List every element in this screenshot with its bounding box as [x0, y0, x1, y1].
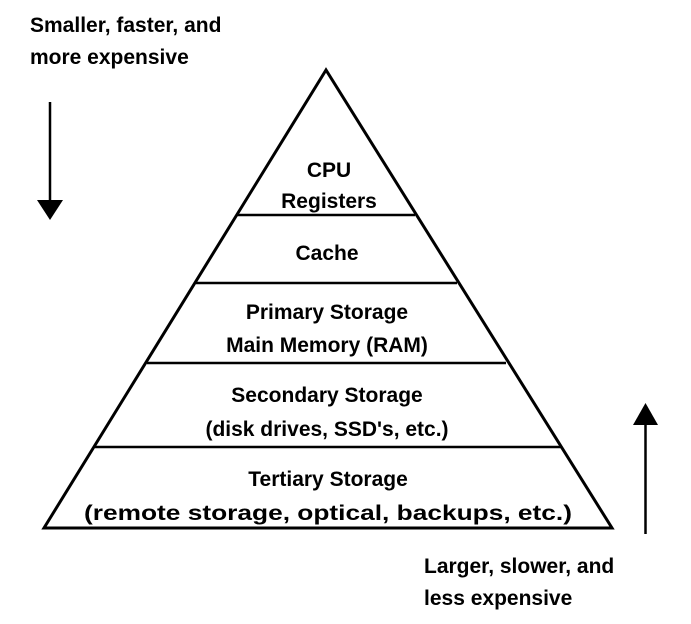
level-primary-storage: Primary Storage Main Memory (RAM) [226, 301, 428, 357]
level-secondary-storage: Secondary Storage (disk drives, SSD's, e… [205, 384, 448, 441]
level-4-line2: (disk drives, SSD's, etc.) [205, 418, 448, 441]
bottom-note-line2: less expensive [424, 587, 572, 610]
pyramid-outline [41, 67, 615, 530]
level-3-line1: Primary Storage [246, 301, 408, 324]
top-note-line2: more expensive [30, 46, 189, 69]
top-note-line1: Smaller, faster, and [30, 14, 221, 37]
up-arrow-icon [633, 403, 658, 534]
level-tertiary-storage: Tertiary Storage (remote storage, optica… [84, 468, 572, 525]
level-3-line2: Main Memory (RAM) [226, 334, 428, 357]
level-4-line1: Secondary Storage [231, 384, 422, 407]
level-1-line2: Registers [281, 190, 377, 213]
bottom-note-line1: Larger, slower, and [424, 555, 614, 578]
level-cache: Cache [295, 242, 358, 265]
down-arrow-icon [37, 102, 63, 220]
level-cpu-registers: CPU Registers [281, 159, 377, 213]
level-5-line2: (remote storage, optical, backups, etc.) [84, 502, 572, 525]
level-5-line1: Tertiary Storage [248, 468, 408, 491]
level-2-line1: Cache [295, 242, 358, 265]
level-1-line1: CPU [307, 159, 351, 182]
